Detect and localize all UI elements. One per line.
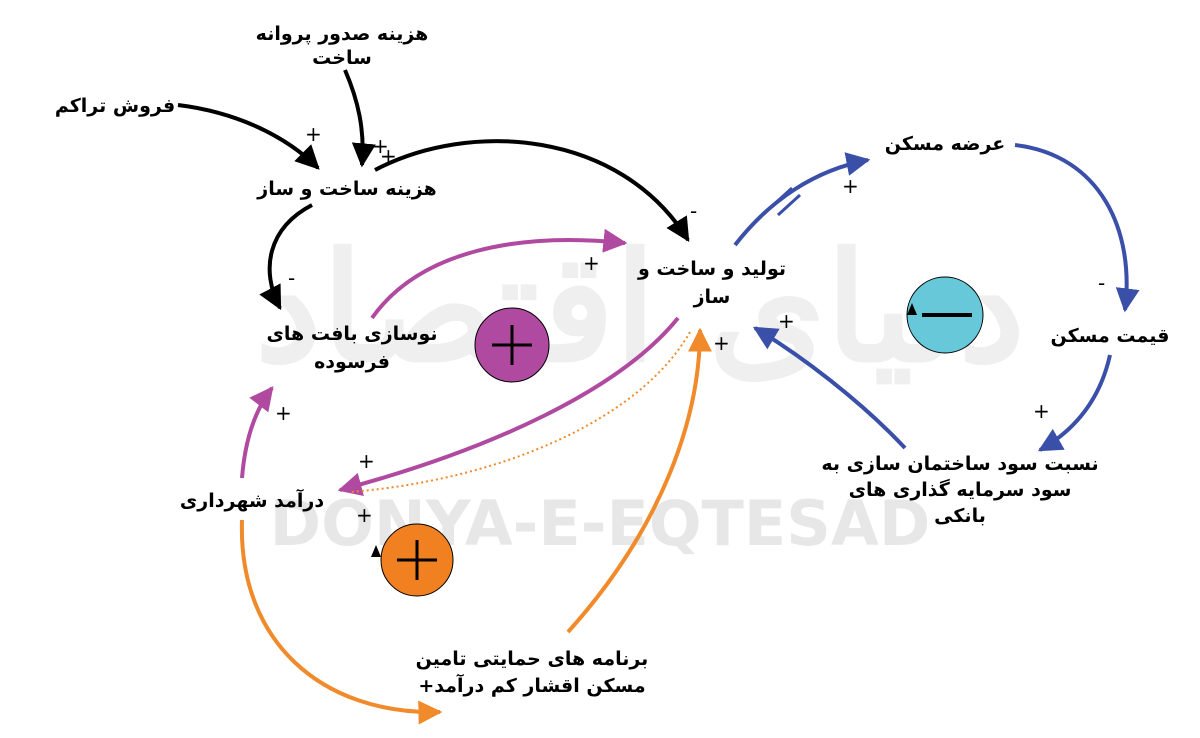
node-profit-ratio-line2: سود سرمایه گذاری های: [849, 478, 1072, 501]
polarity-cost-to-production: +: [380, 144, 397, 168]
arrow-income-to-support: [239, 519, 443, 725]
polarity-support-to-production: +: [713, 331, 730, 355]
polarity-cost-to-production-end: -: [690, 199, 697, 223]
loop-purple-reinforcing: [474, 307, 550, 383]
loop-blue-balancing: [906, 276, 984, 354]
node-permit-cost-line1: هزینه صدور پروانه: [256, 23, 429, 45]
node-municipal-income: درآمد شهرداری: [180, 488, 324, 512]
delay-mark-2: [776, 193, 802, 217]
polarity-renovation-to-production: +: [583, 251, 600, 275]
node-production-line2: ساز: [693, 286, 731, 308]
arrow-production-to-income: [337, 316, 680, 497]
polarity-production-to-supply: +: [842, 174, 859, 198]
polarity-density-to-cost: +: [305, 122, 322, 146]
arrow-supply-to-price: [1014, 143, 1140, 313]
arrow-density-to-cost: [177, 103, 320, 170]
node-renovation-line2: فرسوده: [314, 351, 390, 373]
arrow-cost-to-production: [374, 139, 690, 243]
arrow-price-to-ratio: [1037, 354, 1112, 452]
polarity-permit-to-cost: +: [372, 134, 389, 158]
arrow-permit-to-cost: [343, 69, 376, 168]
polarity-income-to-renovation: +: [275, 401, 292, 425]
polarity-production-to-income: +: [358, 449, 375, 473]
polarity-price-to-ratio: +: [1033, 399, 1050, 423]
arrow-support-to-production: [566, 327, 712, 634]
loop-orange-reinforcing: [371, 523, 454, 597]
node-housing-price: قیمت مسکن: [1051, 325, 1170, 347]
arrow-cost-to-renovation: [259, 203, 313, 311]
node-renovation-line1: نوسازی بافت های: [267, 323, 438, 345]
node-construction-cost: هزینه ساخت و ساز: [256, 178, 436, 200]
node-density-sale: فروش تراکم: [55, 95, 175, 117]
polarity-supply-to-price: -: [1098, 271, 1105, 295]
arrow-production-to-supply: [733, 152, 871, 247]
arrow-income-to-renovation: [240, 386, 274, 479]
node-support-programs-line2: مسکن اقشار کم درآمد+: [418, 673, 645, 697]
polarity-cost-to-renovation: -: [288, 266, 295, 290]
polarity-ratio-to-production: +: [778, 309, 795, 333]
watermark-en: DONYA-E-EQTESAD: [270, 487, 931, 560]
node-production-line1: تولید و ساخت و: [637, 258, 786, 280]
polarity-income-dotted: +: [356, 503, 373, 527]
arrow-renovation-to-production: [370, 228, 628, 320]
node-support-programs-line1: برنامه های حمایتی تامین: [416, 648, 649, 670]
arrow-ratio-to-production: [752, 326, 907, 450]
node-permit-cost-line2: ساخت: [312, 47, 372, 69]
delay-mark-1: [768, 186, 794, 210]
node-profit-ratio-line3: بانکی: [934, 505, 986, 527]
node-housing-supply: عرضه مسکن: [885, 133, 1006, 155]
node-profit-ratio-line1: نسبت سود ساختمان سازی به: [821, 453, 1098, 475]
watermark-fa: دنیای اقتصاد: [255, 220, 1025, 396]
